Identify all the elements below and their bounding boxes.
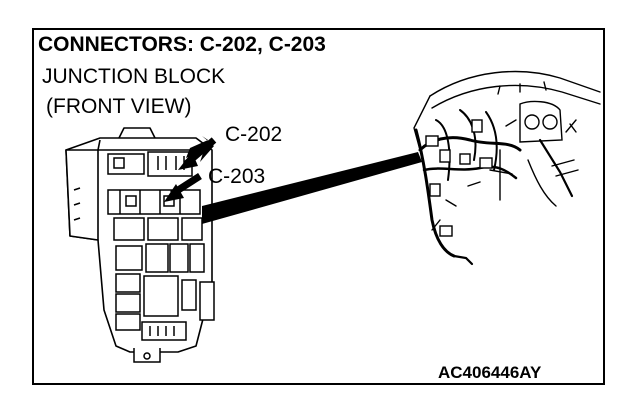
callout-arrows: [164, 136, 217, 202]
connector-c203: [107, 189, 201, 215]
subtitle-junction-block: JUNCTION BLOCK: [42, 65, 226, 88]
pointer-wedge: [202, 152, 422, 224]
figure-id: AC406446AY: [438, 363, 542, 382]
callout-label-c203: C-203: [208, 165, 266, 188]
connector-c202: [107, 151, 193, 177]
callout-label-c202: C-202: [225, 123, 283, 146]
dashboard-harness: [413, 70, 601, 266]
diagram-title: CONNECTORS: C-202, C-203: [38, 33, 326, 56]
subtitle-front-view: (FRONT VIEW): [46, 95, 192, 118]
relay-bank: [113, 217, 215, 363]
